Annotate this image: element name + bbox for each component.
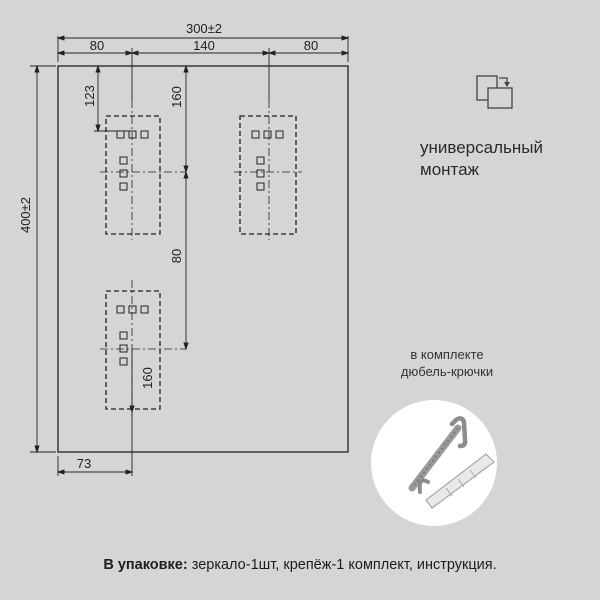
height-dimension: [30, 64, 56, 454]
package-contents: В упаковке: зеркало-1шт, крепёж-1 компле…: [0, 557, 600, 573]
kit-line2: дюбель-крючки: [400, 364, 494, 379]
dim-left-offset: 80: [90, 38, 104, 53]
bracket-bottom: [100, 280, 186, 416]
dim-80-middle-line: [183, 170, 189, 351]
dim-top-offset: 123: [82, 85, 97, 107]
dowel-hook-icon: [371, 400, 497, 526]
dim-bottom-left-offset: 73: [77, 456, 91, 471]
dim-center-gap: 140: [193, 38, 215, 53]
bracket-top-left: [100, 100, 186, 240]
dim-73-line: [56, 412, 134, 476]
kit-line1: в комплекте: [410, 347, 484, 362]
dim-middle-gap: 80: [169, 249, 184, 263]
mounting-title-line2: монтаж: [420, 160, 479, 179]
bracket-top-right: [234, 100, 302, 240]
dim-160-top-line: [183, 64, 189, 174]
universal-mounting-label: универсальный монтаж: [420, 137, 543, 181]
dim-right-offset: 80: [304, 38, 318, 53]
dim-height-total: 400±2: [18, 197, 33, 233]
package-label: В упаковке:: [103, 557, 188, 573]
dim-123-line: [94, 64, 136, 133]
swap-icon: [476, 75, 513, 109]
top-dimensions: [56, 35, 350, 100]
mounting-title-line1: универсальный: [420, 138, 543, 157]
package-text: зеркало-1шт, крепёж-1 комплект, инструкц…: [187, 557, 497, 573]
mirror-outline: [57, 65, 349, 453]
kit-caption: в комплекте дюбель-крючки: [372, 346, 522, 380]
dim-bracket-height-bottom: 160: [140, 367, 155, 389]
dim-bracket-height-top: 160: [169, 86, 184, 108]
dim-width-total: 300±2: [186, 21, 222, 36]
